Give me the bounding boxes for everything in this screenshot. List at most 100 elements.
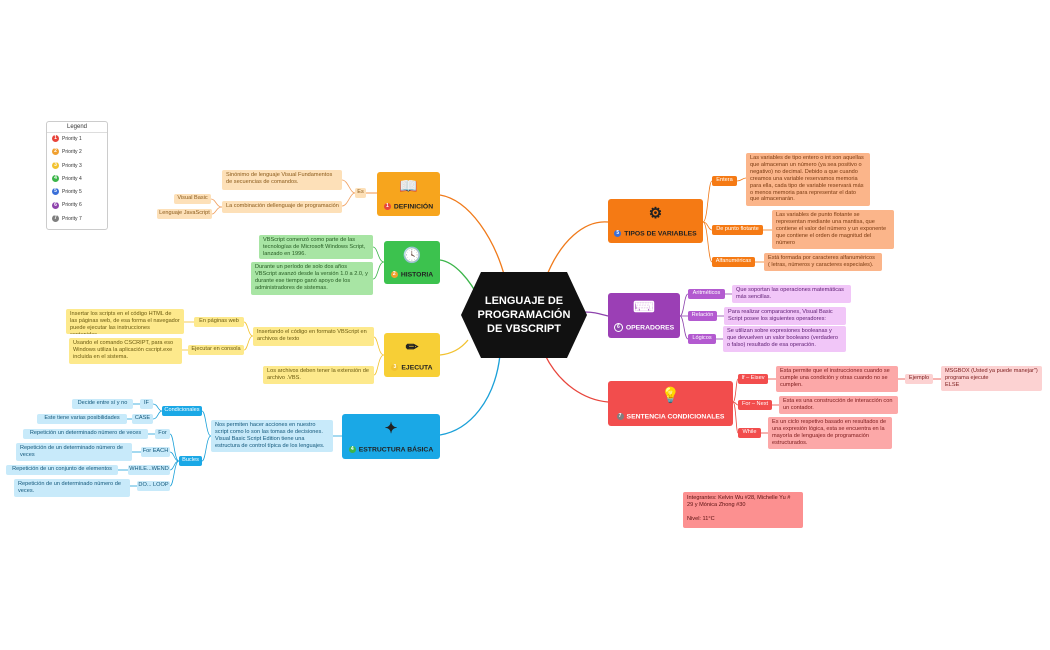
definicion-visual-basic[interactable]: Visual Basic bbox=[174, 194, 211, 204]
tipos-punto-flotante-descripcion[interactable]: Las variables de punto flotante se repre… bbox=[772, 210, 894, 249]
central-hexagon-shape bbox=[461, 272, 587, 358]
sentencia-if-else[interactable]: If – Eisev bbox=[738, 374, 768, 384]
sentencia-for-next[interactable]: For – Next bbox=[738, 400, 772, 410]
estructura-descripcion[interactable]: Nos permiten hacer acciones en nuestro s… bbox=[211, 420, 333, 452]
definicion-lenguaje-javascript[interactable]: Lenguaje JavaScript bbox=[157, 209, 212, 219]
tipos-alfanumericas-descripcion[interactable]: Está formada por caracteres alfanumérico… bbox=[764, 253, 882, 271]
book-icon: 📖 bbox=[399, 178, 418, 195]
sentencia-if-else-descripcion[interactable]: Esta permite que el instrucciones cuando… bbox=[776, 366, 898, 392]
sentencia-ejemplo[interactable]: Ejemplo bbox=[905, 374, 933, 384]
integrantes-line-2: 29 y Mónica Zhong #30 bbox=[687, 501, 746, 508]
estructura-bucles[interactable]: Bucles bbox=[179, 456, 202, 466]
integrantes-nivel: Nivel: 11°C bbox=[687, 515, 715, 522]
operadores-logicos-descripcion[interactable]: Se utilizan sobre expresiones booleanas … bbox=[723, 326, 846, 352]
priority-2-icon: 2 bbox=[390, 270, 398, 278]
estructura-case[interactable]: CASE bbox=[132, 414, 153, 424]
legend-item-label: Priority 6 bbox=[62, 202, 82, 209]
estructura-if-descripcion[interactable]: Decide entre sí y no bbox=[72, 399, 133, 409]
ejecuta-consola-descripcion[interactable]: Usando el comando CSCRIPT, para eso Wind… bbox=[69, 338, 182, 364]
priority-7-icon: 7 bbox=[616, 412, 624, 420]
estructura-case-descripcion[interactable]: Este tiene varias posibilidades bbox=[37, 414, 127, 424]
sentencia-while-descripcion[interactable]: Es un ciclo respetivo basado en resultad… bbox=[768, 417, 892, 449]
topic-ejecuta-title: EJECUTA bbox=[401, 364, 433, 371]
code-window-icon: ⌨ bbox=[633, 299, 655, 316]
central-title-line2: PROGRAMACIÓN bbox=[477, 309, 571, 321]
estructura-for[interactable]: For bbox=[155, 429, 170, 439]
definicion-sinonimo[interactable]: Sinónimo de lenguaje Visual Fundamentos … bbox=[222, 170, 342, 190]
estructura-for-each-descripcion[interactable]: Repetición de un determinado número de v… bbox=[16, 443, 132, 461]
priority-6-icon: 6 bbox=[52, 201, 59, 209]
operadores-relacion-descripcion[interactable]: Para realizar comparaciones, Visual Basi… bbox=[724, 307, 846, 325]
central-topic-title: LENGUAJE DE PROGRAMACIÓN DE VBSCRIPT bbox=[461, 294, 587, 336]
ejemplo-line-3: ELSE bbox=[945, 381, 960, 388]
priority-2-icon: 2 bbox=[52, 148, 59, 156]
topic-definicion-title: DEFINICIÓN bbox=[393, 203, 434, 210]
ejecuta-extension[interactable]: Los archivos deben tener la extensión de… bbox=[263, 366, 374, 384]
estructura-while-wend[interactable]: WHILE...WEND bbox=[128, 465, 170, 475]
central-title-line3: DE VBSCRIPT bbox=[487, 323, 561, 335]
estructura-do-loop-descripcion[interactable]: Repetición de un determinado número de v… bbox=[14, 479, 130, 497]
sentencia-for-next-descripcion[interactable]: Esta es una construcción de interacción … bbox=[779, 396, 898, 414]
operadores-logicos[interactable]: Lógicos bbox=[688, 334, 716, 344]
estructura-condicionales[interactable]: Condicionales bbox=[162, 406, 202, 416]
historia-text-2[interactable]: Durante un período de solo dos años VBSc… bbox=[251, 262, 373, 295]
priority-1-icon: 1 bbox=[383, 202, 391, 210]
tipos-punto-flotante[interactable]: De punto flotante bbox=[712, 225, 763, 235]
legend-item-label: Priority 5 bbox=[62, 189, 82, 196]
operadores-aritmeticos[interactable]: Aritméticos bbox=[688, 289, 725, 299]
central-title-line1: LENGUAJE DE bbox=[484, 295, 564, 307]
estructura-for-each[interactable]: For EACH bbox=[141, 447, 170, 457]
cursor-click-icon: ✦ bbox=[384, 420, 398, 437]
es-label[interactable]: Es bbox=[355, 188, 366, 198]
priority-5-icon: 5 bbox=[52, 188, 59, 196]
historia-text-1[interactable]: VBScript comenzó como parte de las tecno… bbox=[259, 235, 373, 259]
topic-operadores-title: OPERADORES bbox=[625, 324, 675, 332]
ejecuta-paginas-descripcion[interactable]: Insertar los scripts en el código HTML d… bbox=[66, 309, 184, 334]
operadores-aritmeticos-descripcion[interactable]: Que soportan las operaciones matemáticas… bbox=[732, 285, 851, 303]
topic-sentencia-title: SENTENCIA CONDICIONALES bbox=[626, 413, 725, 420]
integrantes-note[interactable]: Integrantes: Kelvin Wu #28, Michelle Yu … bbox=[683, 492, 803, 528]
legend-item-label: Priority 2 bbox=[62, 149, 82, 156]
tipos-alfanumericas[interactable]: Alfanuméricas bbox=[712, 257, 755, 267]
gears-icon: ⚙ bbox=[648, 205, 663, 222]
estructura-while-wend-descripcion[interactable]: Repetición de un conjunto de elementos bbox=[6, 465, 118, 475]
lightbulb-icon: 💡 bbox=[661, 387, 680, 404]
ejecuta-insertando[interactable]: Insertando el código en formato VBScript… bbox=[253, 327, 374, 346]
estructura-do-loop[interactable]: DO... LOOP bbox=[137, 481, 170, 491]
operadores-relacion[interactable]: Relación bbox=[688, 311, 717, 321]
central-topic[interactable]: LENGUAJE DE PROGRAMACIÓN DE VBSCRIPT bbox=[461, 272, 587, 358]
tipos-entera[interactable]: Entera bbox=[712, 176, 737, 186]
legend-item-label: Priority 4 bbox=[62, 175, 82, 182]
ejecuta-paginas-web[interactable]: En páginas web bbox=[194, 317, 244, 327]
definicion-combinacion[interactable]: La combinación dellenguaje de programaci… bbox=[222, 201, 342, 213]
topic-historia-title: HISTORIA bbox=[400, 271, 434, 278]
legend-item-label: Priority 3 bbox=[62, 162, 82, 169]
legend-item-label: Priority 7 bbox=[62, 215, 82, 222]
ejecuta-consola[interactable]: Ejecutar en consola bbox=[188, 345, 244, 355]
sentencia-while[interactable]: While bbox=[738, 428, 761, 438]
estructura-if[interactable]: IF bbox=[140, 399, 153, 409]
estructura-for-descripcion[interactable]: Repetición un determinado número de vece… bbox=[23, 429, 148, 439]
tipos-entera-descripcion[interactable]: Las variables de tipo entero o int son a… bbox=[746, 153, 870, 206]
sentencia-ejemplo-descripcion[interactable]: MSGBOX (Usted ya puede manejar") program… bbox=[941, 366, 1042, 391]
priority-3-icon: 3 bbox=[391, 363, 399, 371]
integrantes-line-1: Integrantes: Kelvin Wu #28, Michelle Yu … bbox=[687, 495, 791, 501]
priority-4-icon: 4 bbox=[348, 445, 356, 453]
